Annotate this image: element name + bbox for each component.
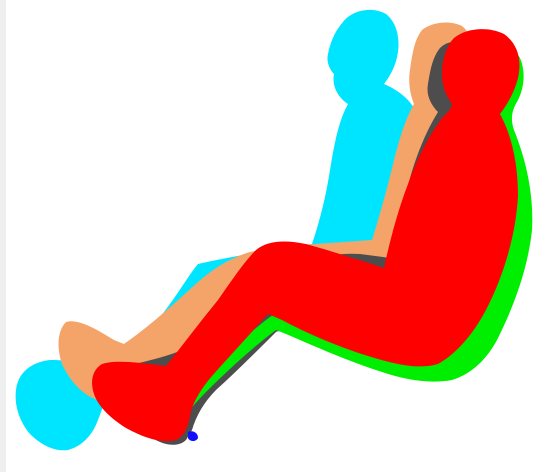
occupant-silhouette-red [92,29,519,441]
foot-accent-blue [188,431,198,441]
blue-mark [188,431,198,441]
red-fill [92,29,519,441]
